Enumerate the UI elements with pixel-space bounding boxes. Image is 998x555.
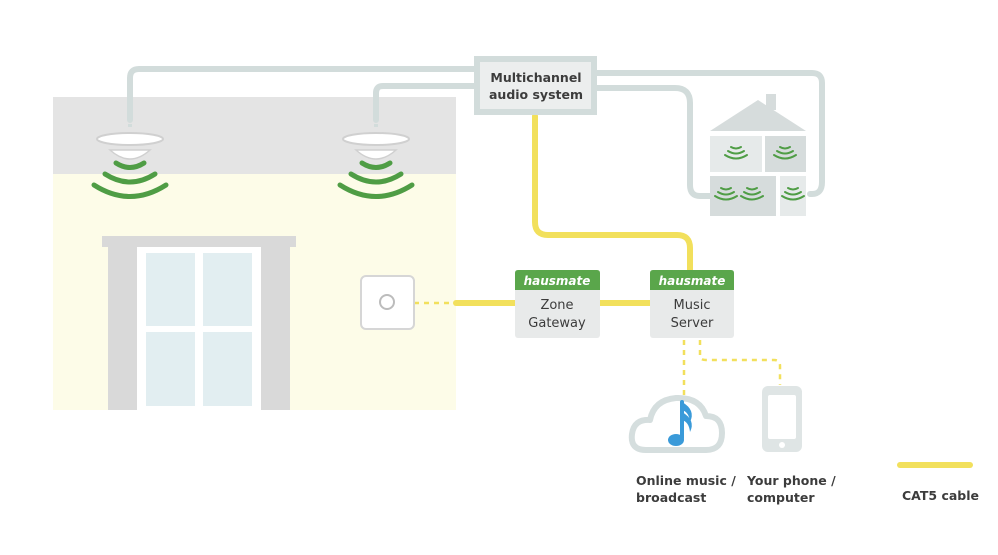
cat5-cables (453, 113, 693, 306)
music-server-brand: hausmate (659, 274, 726, 288)
speaker-icon (91, 132, 169, 199)
speaker-cable-stubs (128, 100, 378, 130)
phone-icon (762, 386, 802, 452)
music-server-line2: Server (671, 316, 714, 331)
zone-gateway: hausmate Zone Gateway (515, 270, 600, 338)
online-music-line2: broadcast (636, 490, 706, 505)
music-server: hausmate Music Server (650, 270, 734, 338)
phone-line2: computer (747, 490, 815, 505)
music-server-line1: Music (674, 298, 711, 313)
legend: CAT5 cable (897, 462, 979, 503)
cat5-dashed-links (414, 301, 782, 395)
wall-keypad-icon[interactable] (360, 275, 415, 330)
legend-cat5-label: CAT5 cable (902, 488, 979, 503)
zone-gateway-brand: hausmate (524, 274, 591, 288)
online-music-line1: Online music / (636, 473, 736, 488)
window (102, 236, 296, 410)
multichannel-line2: audio system (489, 87, 583, 102)
phone-line1: Your phone / (746, 473, 836, 488)
zone-gateway-line1: Zone (540, 298, 573, 313)
speaker-icon (337, 132, 415, 199)
house-icon (710, 94, 806, 216)
multichannel-audio-system: Multichannel audio system (474, 56, 597, 115)
speaker-cables (127, 66, 825, 199)
zone-gateway-line2: Gateway (528, 316, 586, 331)
cloud-music-icon (628, 394, 725, 453)
multichannel-line1: Multichannel (490, 70, 581, 85)
